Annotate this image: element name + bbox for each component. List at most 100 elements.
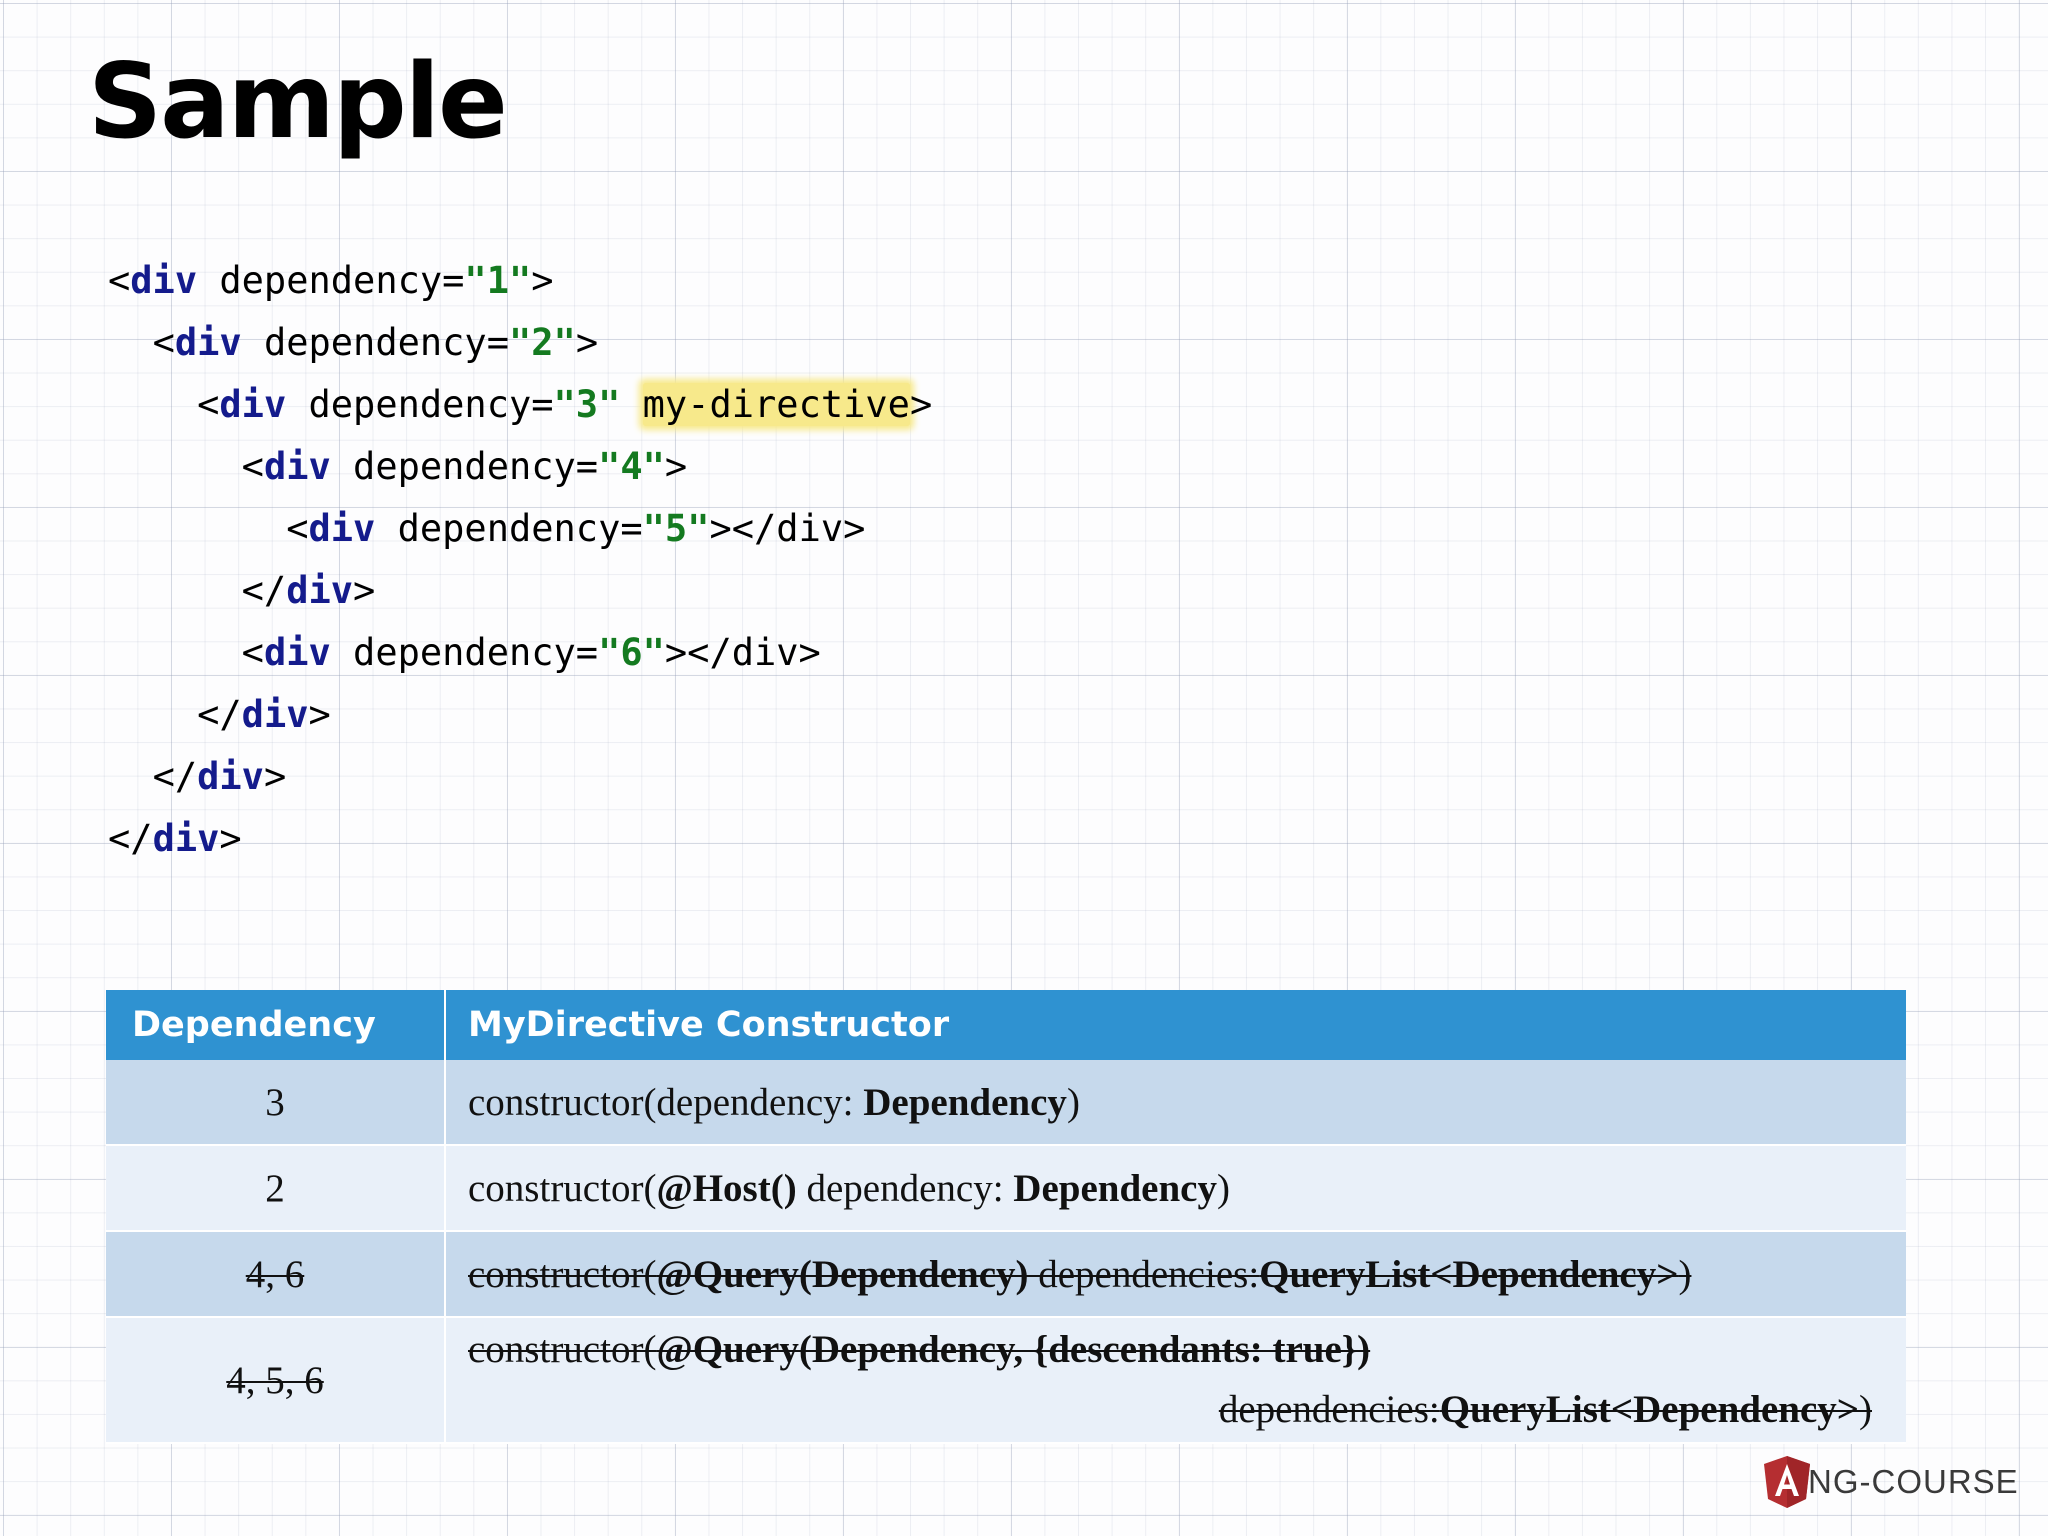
code-attribute-value: "5" bbox=[642, 507, 710, 550]
cell-constructor: constructor(dependency: Dependency) bbox=[445, 1060, 1906, 1146]
code-attribute-value: "4" bbox=[598, 445, 665, 488]
column-header-constructor: MyDirective Constructor bbox=[445, 990, 1906, 1060]
constructor-fragment: ) bbox=[1066, 1080, 1080, 1124]
code-tag-name: div bbox=[286, 569, 354, 612]
constructor-line: constructor(dependency: Dependency) bbox=[468, 1081, 1080, 1124]
code-bracket: < bbox=[241, 631, 264, 674]
angular-shield-icon bbox=[1762, 1455, 1812, 1509]
code-indent bbox=[108, 693, 197, 736]
code-attribute-name: dependency= bbox=[330, 445, 599, 488]
constructor-fragment: QueryList<Dependency> bbox=[1439, 1388, 1859, 1431]
code-line: <div dependency="1"> bbox=[108, 250, 932, 312]
code-space bbox=[620, 383, 642, 426]
code-bracket: </ bbox=[108, 817, 153, 860]
code-bracket: ></div> bbox=[709, 507, 866, 550]
constructor-fragment: Dependency bbox=[1013, 1166, 1217, 1210]
code-bracket: </ bbox=[197, 693, 242, 736]
constructor-fragment: dependency: bbox=[796, 1166, 1014, 1210]
code-tag-name: div bbox=[263, 445, 331, 488]
cell-constructor: constructor(@Query(Dependency, {descenda… bbox=[445, 1317, 1906, 1444]
code-attribute-name: dependency= bbox=[197, 259, 465, 302]
code-tag-name: div bbox=[263, 631, 331, 674]
cell-dependency: 4, 6 bbox=[106, 1231, 446, 1318]
code-indent bbox=[108, 569, 242, 612]
table-row: 2 constructor(@Host() dependency: Depende… bbox=[106, 1145, 1906, 1232]
code-bracket: > bbox=[909, 383, 933, 426]
code-bracket: < bbox=[286, 507, 309, 550]
code-attribute-value: "6" bbox=[598, 631, 665, 674]
code-indent bbox=[108, 321, 153, 364]
constructor-fragment: constructor( bbox=[468, 1252, 657, 1296]
code-bracket: > bbox=[308, 693, 331, 736]
cell-dependency: 3 bbox=[106, 1060, 446, 1146]
code-bracket: < bbox=[152, 321, 175, 364]
code-indent bbox=[108, 507, 286, 550]
code-highlighted-directive: my-directive bbox=[642, 383, 910, 426]
code-attribute-name: dependency= bbox=[241, 321, 509, 364]
code-bracket: > bbox=[263, 755, 287, 798]
code-bracket: > bbox=[219, 817, 242, 860]
code-tag-name: div bbox=[152, 817, 220, 860]
code-bracket: </ bbox=[241, 569, 287, 612]
code-tag-name: div bbox=[241, 693, 309, 736]
code-attribute-name: dependency= bbox=[330, 631, 599, 674]
constructor-fragment: ) bbox=[1678, 1252, 1692, 1296]
code-indent bbox=[108, 755, 153, 798]
code-bracket: < bbox=[241, 445, 264, 488]
table-head: Dependency MyDirective Constructor bbox=[106, 990, 1906, 1060]
logo-text: NG-COURSE bbox=[1808, 1463, 2019, 1500]
code-bracket: > bbox=[664, 445, 688, 488]
cell-dependency: 4, 5, 6 bbox=[106, 1317, 446, 1444]
code-indent bbox=[108, 631, 242, 674]
code-line: <div dependency="5"></div> bbox=[108, 498, 932, 560]
code-attribute-name: dependency= bbox=[286, 383, 554, 426]
code-bracket: > bbox=[353, 569, 376, 612]
code-indent bbox=[108, 383, 197, 426]
code-bracket: < bbox=[197, 383, 220, 426]
constructor-fragment: @Host() bbox=[656, 1166, 797, 1210]
constructor-fragment: constructor( bbox=[468, 1328, 657, 1371]
code-line: </div> bbox=[108, 560, 932, 622]
table-header-row: Dependency MyDirective Constructor bbox=[106, 990, 1906, 1060]
constructor-fragment: dependencies: bbox=[1028, 1252, 1260, 1296]
table-row: 4, 5, 6 constructor(@Query(Dependency, {d… bbox=[106, 1317, 1906, 1444]
column-header-dependency: Dependency bbox=[106, 990, 446, 1060]
code-indent bbox=[108, 445, 242, 488]
code-bracket: < bbox=[108, 259, 131, 302]
constructor-fragment: dependencies: bbox=[1218, 1388, 1440, 1431]
code-line: </div> bbox=[108, 684, 932, 746]
code-line: </div> bbox=[108, 808, 932, 870]
code-tag-name: div bbox=[174, 321, 242, 364]
dependency-constructor-table: Dependency MyDirective Constructor 3 cons… bbox=[106, 990, 1906, 1444]
constructor-fragment: ) bbox=[1216, 1166, 1230, 1210]
code-line: <div dependency="2"> bbox=[108, 312, 932, 374]
page-title: Sample bbox=[88, 42, 508, 162]
constructor-line: constructor(@Query(Dependency, {descenda… bbox=[468, 1328, 1370, 1371]
constructor-fragment: constructor(dependency: bbox=[468, 1080, 864, 1124]
code-tag-name: div bbox=[197, 755, 264, 798]
code-bracket: </ bbox=[152, 755, 198, 798]
code-snippet: <div dependency="1"> <div dependency="2"… bbox=[108, 250, 932, 870]
code-attribute-value: "1" bbox=[464, 259, 532, 302]
code-tag-name: div bbox=[219, 383, 287, 426]
code-line: <div dependency="4"> bbox=[108, 436, 932, 498]
constructor-fragment: QueryList<Dependency> bbox=[1259, 1252, 1679, 1296]
code-attribute-value: "3" bbox=[553, 383, 621, 426]
code-attribute-value: "2" bbox=[508, 321, 576, 364]
constructor-line: constructor(@Query(Dependency) dependenc… bbox=[468, 1253, 1691, 1296]
constructor-line: dependencies:QueryList<Dependency>) bbox=[468, 1380, 1890, 1440]
code-bracket: > bbox=[531, 259, 554, 302]
cell-dependency: 2 bbox=[106, 1145, 446, 1232]
code-attribute-name: dependency= bbox=[375, 507, 643, 550]
code-line: <div dependency="6"></div> bbox=[108, 622, 932, 684]
constructor-fragment: constructor( bbox=[468, 1166, 657, 1210]
code-line: <div dependency="3" my-directive> bbox=[108, 374, 932, 436]
constructor-line: constructor(@Host() dependency: Dependen… bbox=[468, 1167, 1230, 1210]
code-bracket: ></div> bbox=[664, 631, 821, 674]
constructor-fragment: @Query(Dependency) bbox=[656, 1252, 1029, 1296]
code-line: </div> bbox=[108, 746, 932, 808]
constructor-fragment: ) bbox=[1859, 1388, 1872, 1431]
table-row: 3 constructor(dependency: Dependency) bbox=[106, 1060, 1906, 1146]
cell-constructor: constructor(@Query(Dependency) dependenc… bbox=[445, 1231, 1906, 1318]
